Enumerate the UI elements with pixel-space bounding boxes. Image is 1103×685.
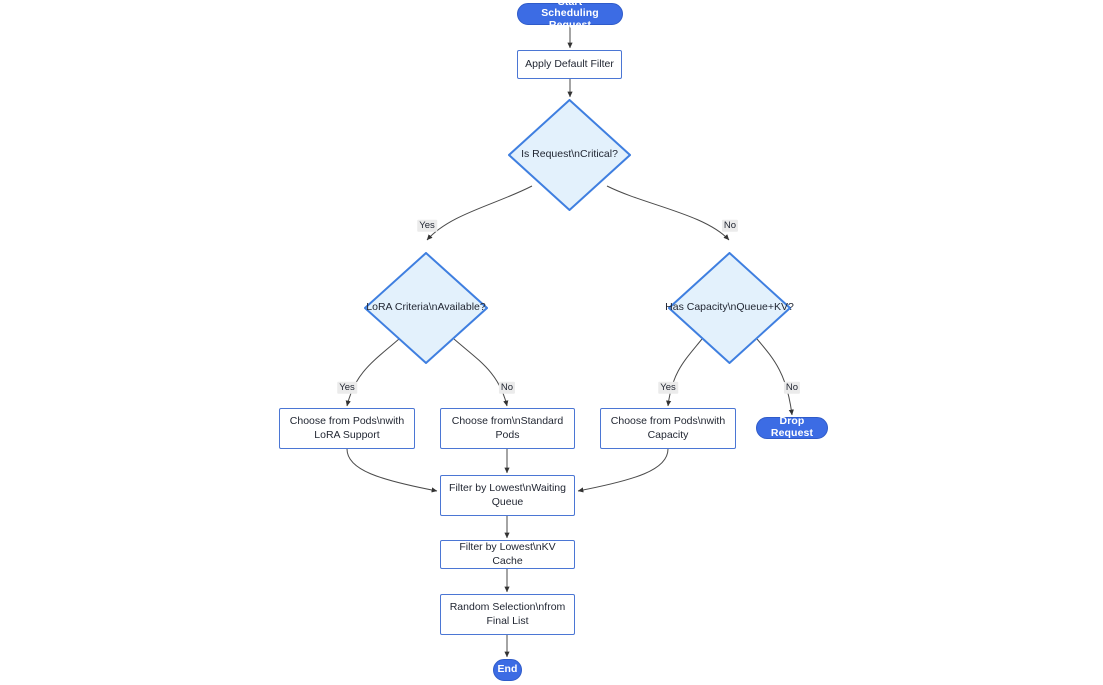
node-is-request-critical[interactable]: Is Request\nCritical? [508, 99, 631, 211]
node-choose-pods-capacity-label: Choose from Pods\nwith Capacity [610, 414, 726, 441]
diamond-shape-icon [668, 252, 791, 364]
node-drop-request[interactable]: Drop Request [756, 415, 828, 439]
node-choose-pods-lora-support-label: Choose from Pods\nwith LoRA Support [289, 414, 405, 441]
edge-label-is-critical-yes: Yes [417, 219, 437, 233]
node-apply-default-filter-label: Apply Default Filter [525, 57, 614, 70]
edge-pods-capacity-to-filter-queue [577, 448, 669, 493]
node-start-label: Start Scheduling Request [541, 0, 599, 31]
node-is-request-critical-label: Is Request\nCritical? [521, 148, 618, 161]
node-drop-request-label: Drop Request [770, 415, 814, 439]
node-apply-default-filter[interactable]: Apply Default Filter [517, 50, 622, 79]
diamond-shape-icon [508, 99, 631, 211]
edge-label-has-capacity-no: No [783, 381, 801, 395]
node-choose-standard-pods[interactable]: Choose from\nStandard Pods [440, 408, 575, 449]
node-lora-criteria-available-label: LoRA Criteria\nAvailable? [366, 301, 486, 314]
edge-pods-lora-to-filter-queue [346, 448, 438, 493]
node-end-label: End [497, 663, 518, 676]
node-end[interactable]: End [493, 659, 522, 681]
node-start[interactable]: Start Scheduling Request [517, 0, 623, 30]
node-random-selection-final-list-label: Random Selection\nfrom Final List [449, 600, 566, 627]
diamond-shape-icon [364, 252, 488, 364]
node-has-capacity[interactable]: Has Capacity\nQueue+KV? [665, 252, 794, 364]
node-has-capacity-label: Has Capacity\nQueue+KV? [665, 301, 794, 314]
edge-label-has-capacity-yes: Yes [658, 381, 678, 395]
node-choose-pods-lora-support[interactable]: Choose from Pods\nwith LoRA Support [279, 408, 415, 449]
node-filter-lowest-kv-cache-label: Filter by Lowest\nKV Cache [459, 540, 556, 567]
node-choose-standard-pods-label: Choose from\nStandard Pods [451, 414, 564, 441]
edge-label-lora-criteria-yes: Yes [337, 381, 357, 395]
node-filter-lowest-waiting-queue-label: Filter by Lowest\nWaiting Queue [449, 481, 566, 508]
node-filter-lowest-kv-cache[interactable]: Filter by Lowest\nKV Cache [440, 540, 575, 569]
edge-label-lora-criteria-no: No [498, 381, 516, 395]
node-choose-pods-capacity[interactable]: Choose from Pods\nwith Capacity [600, 408, 736, 449]
node-random-selection-final-list[interactable]: Random Selection\nfrom Final List [440, 594, 575, 635]
node-filter-lowest-waiting-queue[interactable]: Filter by Lowest\nWaiting Queue [440, 475, 575, 516]
node-lora-criteria-available[interactable]: LoRA Criteria\nAvailable? [364, 252, 488, 364]
edge-label-is-critical-no: No [721, 219, 739, 233]
